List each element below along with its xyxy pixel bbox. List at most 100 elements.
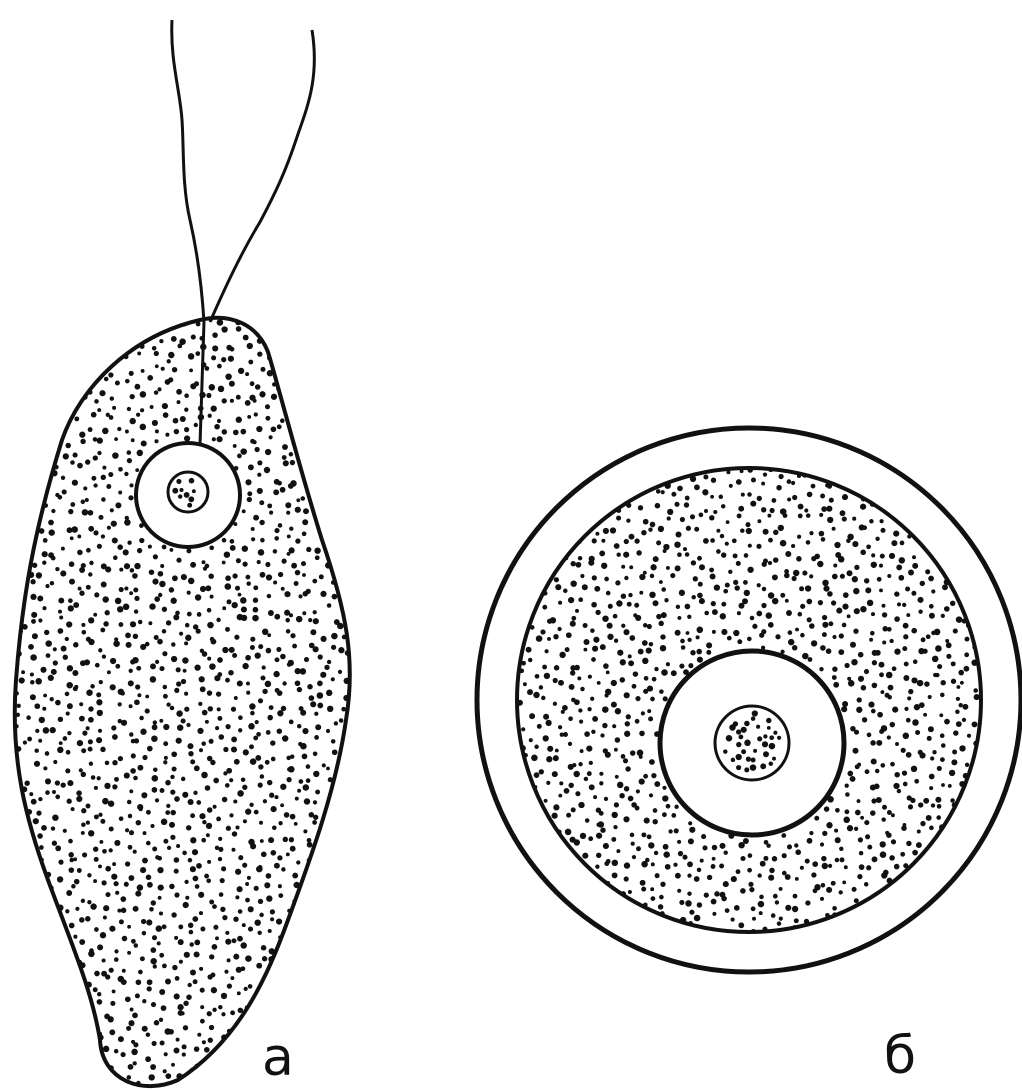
stipple-dot <box>643 774 648 779</box>
stipple-dot <box>220 878 225 883</box>
stipple-dot <box>192 489 196 493</box>
stipple-dot <box>313 751 318 756</box>
stipple-dot <box>232 1034 237 1039</box>
stipple-dot <box>709 568 714 573</box>
stipple-dot <box>129 483 133 487</box>
stipple-dot <box>984 719 991 726</box>
stipple-dot <box>192 916 198 922</box>
stipple-dot <box>352 825 358 831</box>
stipple-dot <box>603 939 608 944</box>
stipple-dot <box>150 958 156 964</box>
stipple-dot <box>351 340 355 344</box>
stipple-dot <box>81 500 86 505</box>
stipple-dot <box>327 862 331 866</box>
stipple-dot <box>918 802 923 807</box>
stipple-dot <box>578 762 582 766</box>
stipple-dot <box>727 636 732 641</box>
stipple-dot <box>864 820 869 825</box>
stipple-dot <box>271 971 277 977</box>
stipple-dot <box>66 890 72 896</box>
stipple-dot <box>150 824 154 828</box>
stipple-dot <box>207 974 212 979</box>
stipple-dot <box>852 463 856 467</box>
stipple-dot <box>518 895 522 899</box>
stipple-dot <box>912 563 918 569</box>
stipple-dot <box>327 603 332 608</box>
stipple-dot <box>838 474 843 479</box>
stipple-dot <box>62 318 68 324</box>
stipple-dot <box>621 593 626 598</box>
stipple-dot <box>531 755 538 762</box>
stipple-dot <box>509 637 514 642</box>
stipple-dot <box>333 531 339 537</box>
stipple-dot <box>819 513 823 517</box>
stipple-dot <box>29 863 33 867</box>
stipple-dot <box>245 479 251 485</box>
stipple-dot <box>760 763 766 769</box>
stipple-dot <box>19 982 24 987</box>
stipple-dot <box>34 1047 38 1051</box>
stipple-dot <box>16 383 22 389</box>
stipple-dot <box>685 496 690 501</box>
stipple-dot <box>652 600 658 606</box>
stipple-dot <box>186 825 191 830</box>
stipple-dot <box>128 680 134 686</box>
stipple-dot <box>882 612 887 617</box>
stipple-dot <box>926 914 930 918</box>
panel-a <box>0 20 364 1090</box>
stipple-dot <box>299 779 304 784</box>
stipple-dot <box>794 843 798 847</box>
stipple-dot <box>253 607 259 613</box>
stipple-dot <box>160 564 164 568</box>
stipple-dot <box>565 859 570 864</box>
stipple-dot <box>916 842 922 848</box>
stipple-dot <box>309 1030 314 1035</box>
stipple-dot <box>591 927 596 932</box>
stipple-dot <box>904 707 908 711</box>
stipple-dot <box>111 874 117 880</box>
stipple-dot <box>819 531 825 537</box>
stipple-dot <box>201 838 206 843</box>
stipple-dot <box>171 912 176 917</box>
stipple-dot <box>662 934 666 938</box>
stipple-dot <box>926 815 932 821</box>
stipple-dot <box>912 472 917 477</box>
stipple-dot <box>197 728 203 734</box>
stipple-dot <box>941 525 947 531</box>
stipple-dot <box>559 652 565 658</box>
stipple-dot <box>332 833 338 839</box>
stipple-dot <box>840 574 845 579</box>
stipple-dot <box>573 891 578 896</box>
stipple-dot <box>731 758 735 762</box>
stipple-dot <box>162 651 167 656</box>
stipple-dot <box>170 810 176 816</box>
stipple-dot <box>229 647 235 653</box>
stipple-dot <box>275 988 279 992</box>
stipple-dot <box>724 453 730 459</box>
stipple-dot <box>133 587 138 592</box>
stipple-dot <box>707 875 712 880</box>
stipple-dot <box>639 778 645 784</box>
stipple-dot <box>170 775 174 779</box>
stipple-dot <box>309 466 315 472</box>
stipple-dot <box>656 489 661 494</box>
stipple-dot <box>768 561 772 565</box>
stipple-dot <box>965 804 969 808</box>
stipple-dot <box>278 821 282 825</box>
stipple-dot <box>321 335 327 341</box>
stipple-dot <box>21 495 28 502</box>
stipple-dot <box>778 525 784 531</box>
stipple-dot <box>165 1073 171 1079</box>
stipple-dot <box>539 769 544 774</box>
stipple-dot <box>809 831 813 835</box>
stipple-dot <box>163 724 169 730</box>
stipple-dot <box>130 394 135 399</box>
stipple-dot <box>98 340 104 346</box>
stipple-dot <box>982 708 988 714</box>
stipple-dot <box>325 527 330 532</box>
stipple-dot <box>242 509 246 513</box>
stipple-dot <box>58 717 63 722</box>
stipple-dot <box>353 923 357 927</box>
stipple-dot <box>91 412 97 418</box>
stipple-dot <box>350 402 356 408</box>
